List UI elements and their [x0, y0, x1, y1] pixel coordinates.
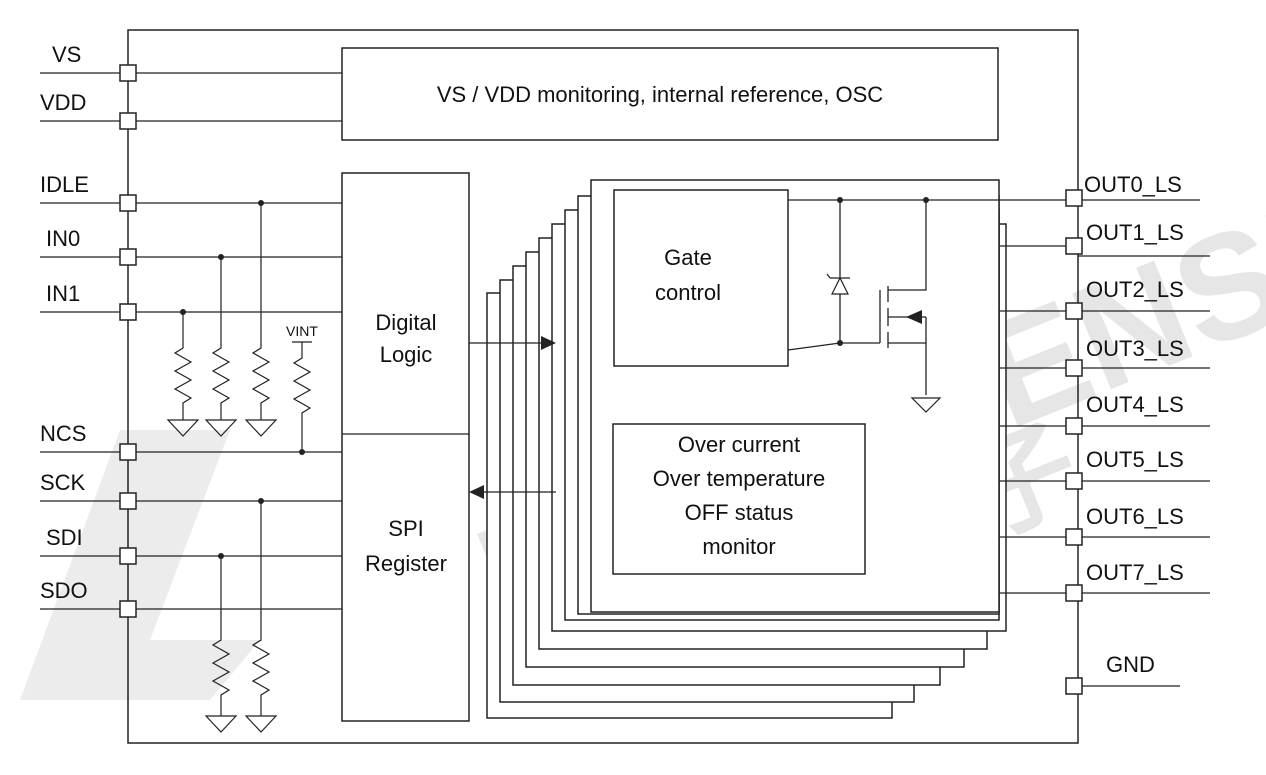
pull-down-resistors-upper [166, 200, 278, 437]
pin-gnd [1065, 677, 1083, 695]
bus-arrows [469, 336, 556, 499]
pin-label-gnd: GND [1106, 652, 1155, 677]
logic-block: Digital Logic SPI Register [341, 172, 470, 722]
spi-register-label-line1: SPI [388, 516, 423, 541]
pin-label-out5-ls: OUT5_LS [1086, 447, 1184, 472]
pin-idle [119, 194, 137, 212]
pin-out5-ls [1065, 472, 1083, 490]
vint-pull-up: VINT [286, 323, 318, 455]
pull-down-resistors-lower [204, 498, 278, 733]
monitor-block-label: VS / VDD monitoring, internal reference,… [437, 82, 883, 107]
digital-logic-label-line1: Digital [375, 310, 436, 335]
pin-label-sdi: SDI [46, 525, 83, 550]
pin-label-vs: VS [52, 42, 81, 67]
pin-label-in1: IN1 [46, 281, 80, 306]
pin-out0-ls [1065, 189, 1083, 207]
pin-label-out1-ls: OUT1_LS [1086, 220, 1184, 245]
pin-label-out7-ls: OUT7_LS [1086, 560, 1184, 585]
pin-out4-ls [1065, 417, 1083, 435]
pin-vs [119, 64, 137, 82]
monitor-block: VS / VDD monitoring, internal reference,… [341, 47, 999, 141]
pin-label-out0-ls: OUT0_LS [1084, 172, 1182, 197]
pin-out2-ls [1065, 302, 1083, 320]
pin-label-vdd: VDD [40, 90, 86, 115]
pin-label-sdo: SDO [40, 578, 88, 603]
arrow-left-icon [469, 485, 484, 499]
left-pins: VS VDD IDLE IN0 IN1 NCS SCK SDI SDO [40, 42, 137, 618]
pin-out7-ls [1065, 584, 1083, 602]
pin-sdo [119, 600, 137, 618]
vint-label: VINT [286, 323, 318, 339]
pin-sdi [119, 547, 137, 565]
pin-label-ncs: NCS [40, 421, 86, 446]
watermark-logo-icon [20, 430, 260, 700]
mosfet-circuit [787, 197, 1078, 413]
digital-logic-label-line2: Logic [380, 342, 433, 367]
mosfet-arrow-icon [906, 310, 922, 324]
gate-control-block: Gate control [613, 189, 789, 367]
pin-sck [119, 492, 137, 510]
pin-in1 [119, 303, 137, 321]
spi-register-label-line2: Register [365, 551, 447, 576]
right-pins: OUT0_LS OUT1_LS OUT2_LS OUT3_LS OUT4_LS … [1065, 172, 1184, 695]
pin-label-out4-ls: OUT4_LS [1086, 392, 1184, 417]
protection-label-line4: monitor [702, 534, 775, 559]
pin-label-out6-ls: OUT6_LS [1086, 504, 1184, 529]
gate-control-label-line2: control [655, 280, 721, 305]
left-wiring [40, 72, 342, 610]
pin-label-in0: IN0 [46, 226, 80, 251]
protection-label-line3: OFF status [685, 500, 794, 525]
protection-label-line2: Over temperature [653, 466, 825, 491]
protection-block: Over current Over temperature OFF status… [612, 423, 866, 575]
pin-out3-ls [1065, 359, 1083, 377]
protection-label-line1: Over current [678, 432, 800, 457]
pin-out6-ls [1065, 528, 1083, 546]
pin-label-idle: IDLE [40, 172, 89, 197]
gate-control-label-line1: Gate [664, 245, 712, 270]
ground-icon [910, 397, 942, 413]
package-outline [127, 29, 1079, 744]
arrow-right-icon [541, 336, 556, 350]
pin-ncs [119, 443, 137, 461]
pin-vdd [119, 112, 137, 130]
pin-in0 [119, 248, 137, 266]
pin-label-out3-ls: OUT3_LS [1086, 336, 1184, 361]
pin-label-sck: SCK [40, 470, 86, 495]
right-wiring [999, 199, 1210, 687]
pin-label-out2-ls: OUT2_LS [1086, 277, 1184, 302]
pin-out1-ls [1065, 237, 1083, 255]
